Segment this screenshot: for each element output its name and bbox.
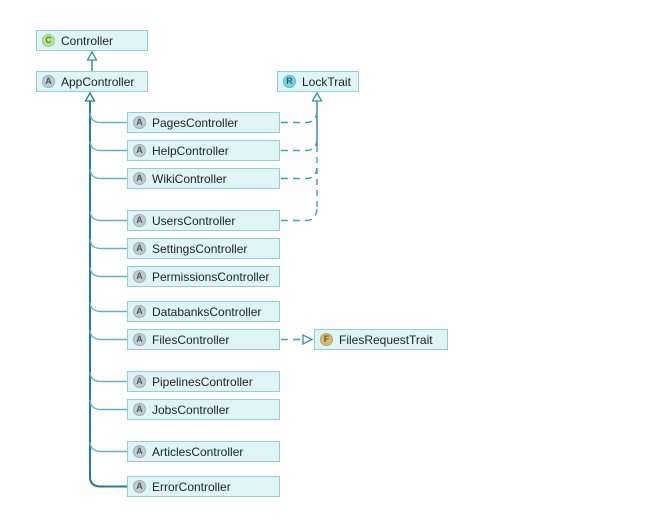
abstract-class-icon: A [42, 75, 55, 88]
node-jobscontroller[interactable]: A JobsController [127, 399, 280, 420]
edge-pagescontroller-locktrait [281, 111, 318, 124]
node-label: Controller [61, 33, 114, 48]
abstract-class-icon: A [133, 480, 146, 493]
node-label: SettingsController [152, 241, 248, 256]
abstract-class-icon: A [133, 375, 146, 388]
abstract-class-icon: A [133, 214, 146, 227]
abstract-class-icon: A [133, 116, 146, 129]
edge-helpcontroller-locktrait [281, 139, 318, 152]
abstract-class-icon: A [133, 172, 146, 185]
node-settingscontroller[interactable]: A SettingsController [127, 238, 280, 259]
edge-userscontroller-locktrait [281, 208, 318, 222]
node-label: DatabanksController [152, 304, 262, 319]
abstract-class-icon: A [133, 305, 146, 318]
abstract-class-icon: A [133, 144, 146, 157]
node-errorcontroller[interactable]: A ErrorController [127, 476, 280, 497]
node-locktrait[interactable]: R LockTrait [277, 71, 359, 92]
node-label: HelpController [152, 143, 229, 158]
node-label: FilesRequestTrait [339, 332, 433, 347]
edge-pipelinescontroller-appcontroller [89, 371, 127, 383]
trait-icon: R [283, 75, 296, 88]
arrowhead-uses-filesrequesttrait [302, 333, 314, 346]
node-label: ArticlesController [152, 444, 244, 459]
edge-permissionscontroller-appcontroller [89, 266, 127, 278]
node-label: LockTrait [302, 74, 351, 89]
abstract-class-icon: A [133, 403, 146, 416]
node-userscontroller[interactable]: A UsersController [127, 210, 280, 231]
edge-databankscontroller-appcontroller [89, 301, 127, 313]
node-databankscontroller[interactable]: A DatabanksController [127, 301, 280, 322]
arrowhead-uses-locktrait [311, 91, 323, 102]
node-helpcontroller[interactable]: A HelpController [127, 140, 280, 161]
node-label: PermissionsController [152, 269, 270, 284]
node-label: PipelinesController [152, 374, 253, 389]
node-permissionscontroller[interactable]: A PermissionsController [127, 266, 280, 287]
class-icon: C [42, 34, 55, 47]
abstract-class-icon: A [133, 333, 146, 346]
node-label: FilesController [152, 332, 230, 347]
node-label: AppController [61, 74, 135, 89]
node-appcontroller[interactable]: A AppController [36, 71, 148, 92]
node-label: WikiController [152, 171, 227, 186]
edge-settingscontroller-appcontroller [89, 238, 127, 250]
node-label: JobsController [152, 402, 230, 417]
abstract-class-icon: A [133, 270, 146, 283]
arrowhead-extends-controller [86, 50, 98, 61]
node-label: ErrorController [152, 479, 231, 494]
node-articlescontroller[interactable]: A ArticlesController [127, 441, 280, 462]
node-filescontroller[interactable]: A FilesController [127, 329, 280, 350]
arrowhead-extends-appcontroller [84, 91, 96, 102]
edge-helpcontroller-appcontroller [89, 140, 127, 152]
abstract-class-icon: A [133, 445, 146, 458]
edge-articlescontroller-appcontroller [89, 441, 127, 453]
node-pipelinescontroller[interactable]: A PipelinesController [127, 371, 280, 392]
node-filesrequesttrait[interactable]: F FilesRequestTrait [314, 329, 448, 350]
node-label: PagesController [152, 115, 239, 130]
trait-icon: F [320, 333, 333, 346]
edge-jobscontroller-appcontroller [89, 399, 127, 411]
edge-pagescontroller-appcontroller [89, 112, 127, 124]
node-pagescontroller[interactable]: A PagesController [127, 112, 280, 133]
node-wikicontroller[interactable]: A WikiController [127, 168, 280, 189]
edge-filescontroller-appcontroller [89, 329, 127, 341]
edge-errorcontroller-appcontroller [89, 476, 127, 488]
node-controller[interactable]: C Controller [36, 30, 148, 51]
edge-wikicontroller-appcontroller [89, 168, 127, 180]
abstract-class-icon: A [133, 242, 146, 255]
edge-userscontroller-appcontroller [89, 210, 127, 222]
node-label: UsersController [152, 213, 236, 228]
edge-wikicontroller-locktrait [281, 167, 318, 180]
